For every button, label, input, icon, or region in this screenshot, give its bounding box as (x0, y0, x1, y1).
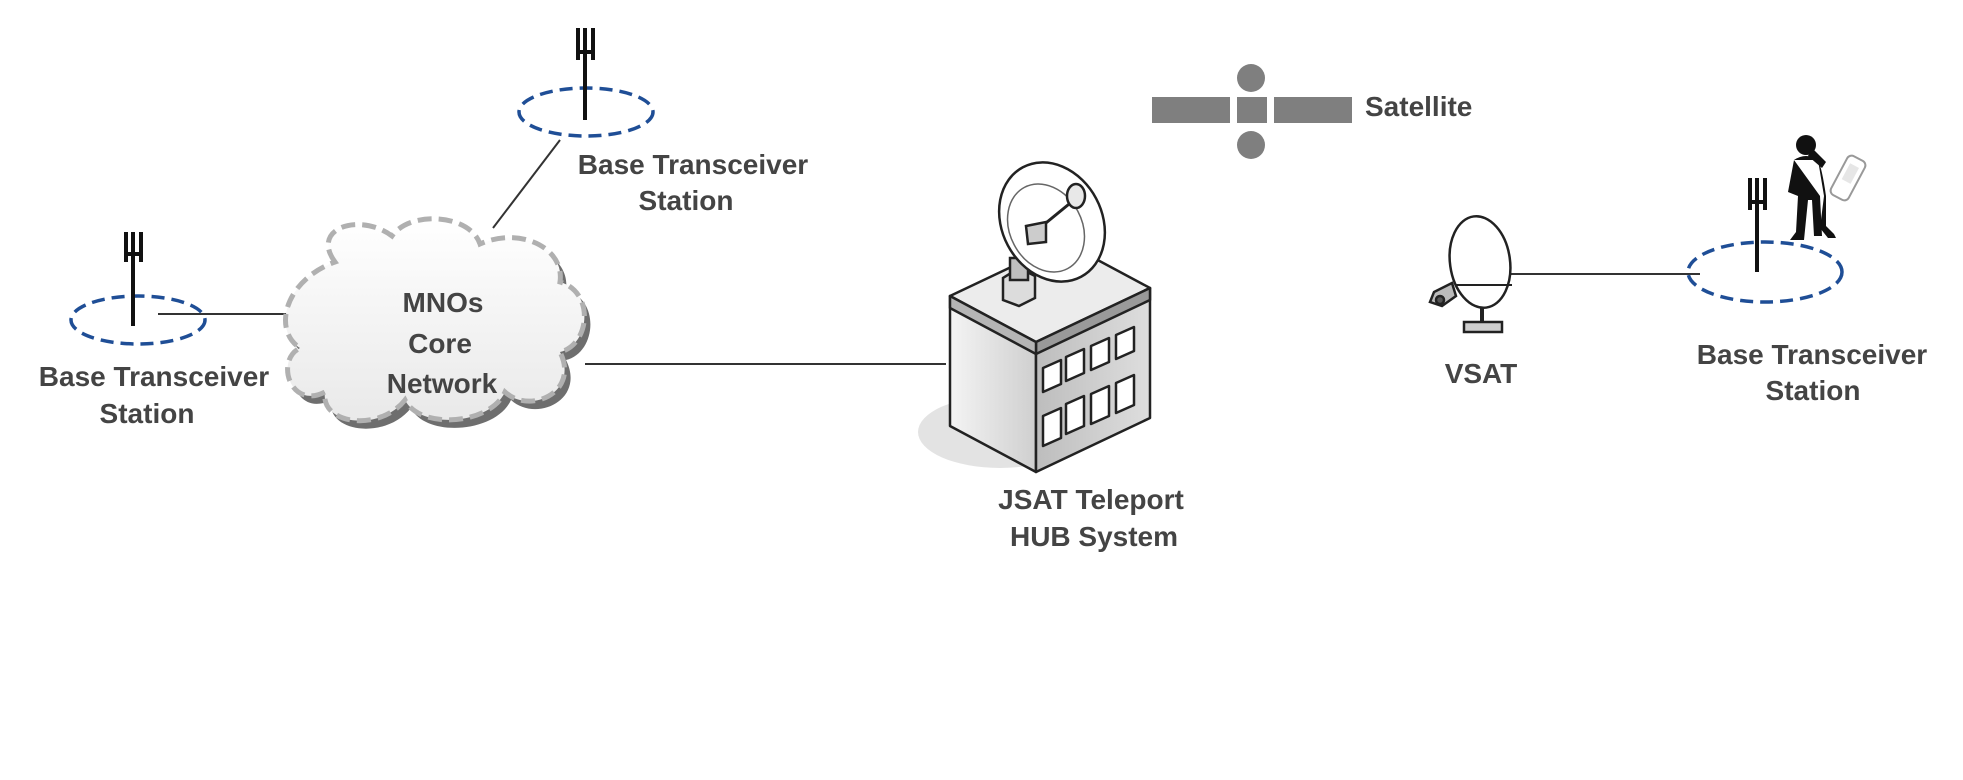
bts-top-label-line2: Station (639, 185, 734, 216)
bts-top: Base Transceiver Station (517, 28, 808, 216)
satellite-dish-icon (1428, 215, 1512, 334)
coverage-ellipse (1686, 240, 1844, 304)
satellite: Satellite (1152, 64, 1472, 159)
bts-left: Base Transceiver Station (39, 232, 269, 429)
cloud-label-line1: MNOs (403, 287, 484, 318)
bts-right-label-line1: Base Transceiver (1697, 339, 1927, 370)
hub-label-line1: JSAT Teleport (998, 484, 1184, 515)
vsat: VSAT (1428, 215, 1518, 389)
cloud-label-line3: Network (387, 368, 498, 399)
connection-lines (158, 139, 1700, 365)
satellite-label: Satellite (1365, 91, 1472, 122)
bts-left-label-line1: Base Transceiver (39, 361, 269, 392)
bts-right: Base Transceiver Station (1686, 135, 1927, 406)
hub-label-line2: HUB System (1010, 521, 1178, 552)
satellite-dish-icon (997, 161, 1107, 308)
antenna-tower-icon (576, 28, 595, 120)
vsat-label: VSAT (1445, 358, 1518, 389)
antenna-tower-icon (1748, 178, 1767, 272)
hub-building: JSAT Teleport HUB System (918, 161, 1184, 552)
building-icon (948, 240, 1152, 474)
antenna-tower-icon (124, 232, 143, 326)
link-bts-top-to-cloud (492, 139, 561, 229)
mobile-phone-icon (1829, 154, 1867, 202)
bts-right-label-line2: Station (1766, 375, 1861, 406)
bts-left-label-line2: Station (100, 398, 195, 429)
cloud-icon: MNOs Core Network (283, 216, 591, 429)
cloud-label-line2: Core (408, 328, 472, 359)
coverage-ellipse (69, 294, 207, 346)
person-on-phone-icon (1788, 135, 1836, 240)
bts-top-label-line1: Base Transceiver (578, 149, 808, 180)
satellite-icon (1152, 64, 1352, 159)
